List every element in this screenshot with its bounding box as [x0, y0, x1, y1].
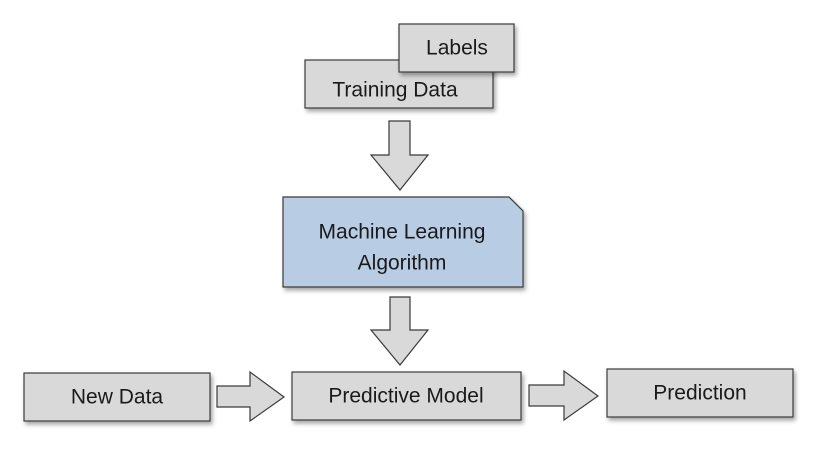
prediction-box: [606, 368, 794, 418]
algorithm-box: [282, 196, 524, 288]
predictive-model-box: [291, 371, 522, 421]
new-data-label: New Data: [71, 386, 164, 409]
new-data-box: [23, 372, 211, 422]
labels-node: Labels: [398, 23, 515, 73]
prediction-node: Prediction: [606, 368, 794, 418]
down-arrow-to-model: [369, 296, 430, 366]
labels-label: Labels: [426, 37, 488, 60]
right-arrow-to-prediction: [528, 369, 600, 422]
down-arrow-to-algorithm: [369, 120, 430, 191]
right-arrow-to-model: [216, 370, 286, 423]
new-data-node: New Data: [23, 372, 211, 422]
algorithm-label-line2: Algorithm: [358, 252, 447, 275]
predictive-model-label: Predictive Model: [328, 385, 483, 408]
predictive-model-node: Predictive Model: [291, 371, 522, 421]
training-data-label: Training Data: [332, 79, 458, 102]
algorithm-node: Machine Learning Algorithm: [282, 196, 524, 288]
labels-box: [398, 23, 515, 73]
algorithm-label-line1: Machine Learning: [319, 221, 486, 244]
prediction-label: Prediction: [653, 382, 746, 405]
